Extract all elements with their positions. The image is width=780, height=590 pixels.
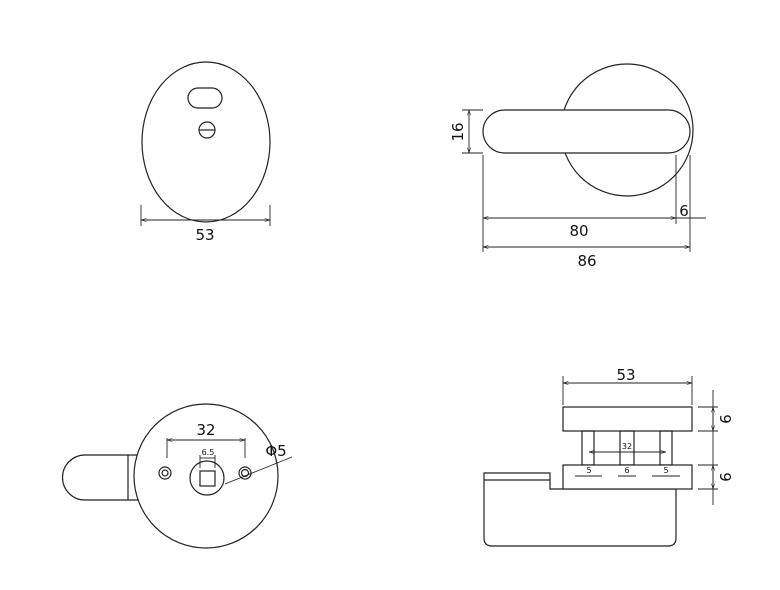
- post-left-dimension: 5: [586, 466, 591, 475]
- post-center-dimension: 6: [624, 466, 629, 475]
- square-spindle-hole: [199, 470, 216, 487]
- lever-stub: [61, 454, 140, 501]
- front-view: 53: [140, 61, 271, 244]
- section-view: 53 32 5 6 5 9 9: [483, 366, 734, 547]
- spindle-hub: [189, 460, 225, 496]
- indicator-slot: [187, 87, 223, 109]
- upper-thickness-dimension: 9: [716, 414, 734, 424]
- hole-spacing-dimension: 32: [196, 421, 215, 439]
- lower-plate: [562, 464, 693, 490]
- rosette-outline: [141, 61, 271, 223]
- width-dimension: 53: [616, 366, 635, 384]
- back-view: 32 6.5 Φ5: [61, 403, 293, 549]
- hole-leader: [224, 456, 293, 485]
- square-dimension: 6.5: [202, 448, 215, 457]
- offset-dimension: 6: [679, 202, 689, 220]
- screw-hole-left: [158, 466, 172, 480]
- total-length-dimension: 86: [577, 252, 596, 270]
- side-view: 16 80 6 86: [449, 63, 706, 270]
- post-right-dimension: 5: [663, 466, 668, 475]
- door-base: [483, 472, 677, 547]
- lever-handle: [482, 109, 691, 154]
- post-right: [659, 430, 673, 466]
- upper-plate: [562, 406, 693, 432]
- post-spacing-dimension: 32: [622, 442, 632, 451]
- hole-diameter-dimension: Φ5: [265, 442, 286, 460]
- height-dimension: 16: [449, 122, 467, 141]
- width-dimension: 53: [195, 226, 214, 244]
- length-dimension: 80: [569, 222, 588, 240]
- screw-hole-right: [238, 466, 252, 480]
- lower-thickness-dimension: 9: [716, 472, 734, 482]
- post-left: [581, 430, 595, 466]
